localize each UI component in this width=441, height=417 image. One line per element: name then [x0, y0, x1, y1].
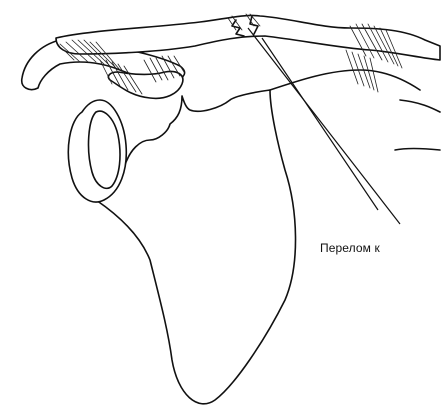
ribcage-line-2 [400, 100, 440, 112]
fracture-label: Перелом к [320, 241, 380, 255]
clavicle [56, 15, 440, 60]
ribcage-line [395, 149, 440, 151]
glenoid-cavity [68, 100, 126, 202]
scapula-spine [270, 70, 420, 90]
scapula-blade [96, 90, 296, 404]
